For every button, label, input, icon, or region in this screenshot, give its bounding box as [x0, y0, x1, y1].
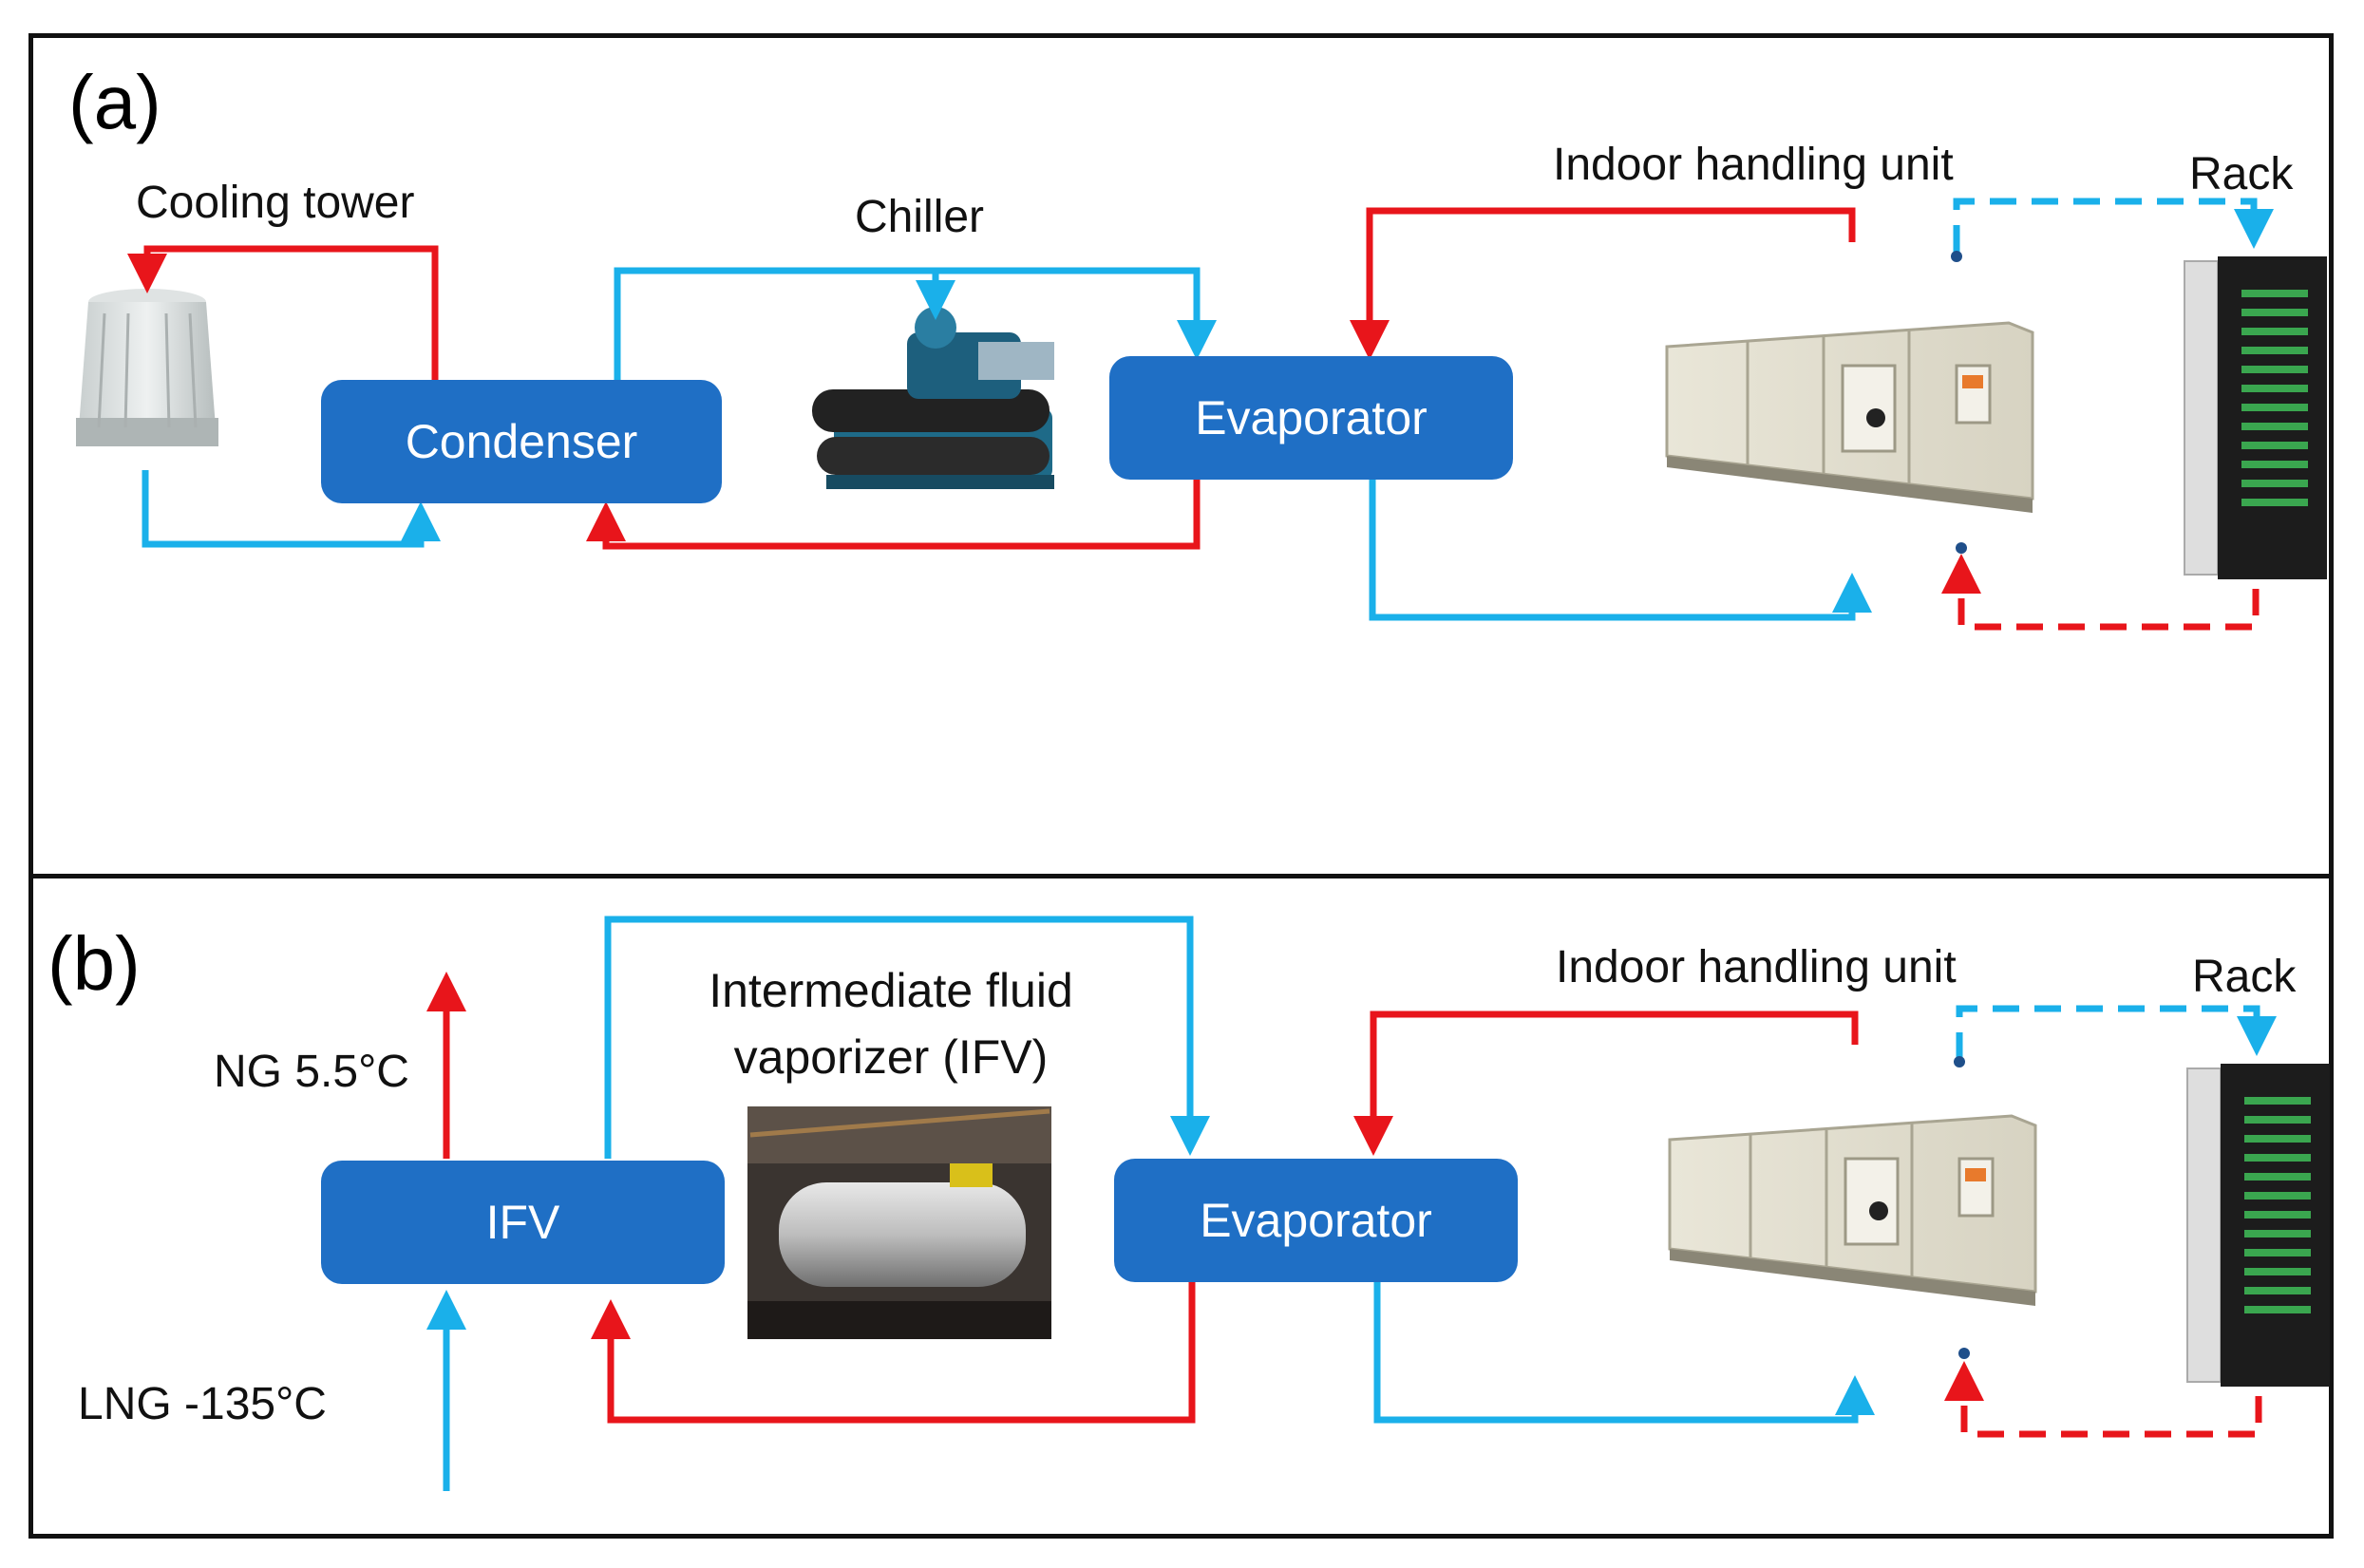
- ifv-title: Intermediate fluid vaporizer (IFV): [709, 957, 1073, 1090]
- chiller-label: Chiller: [855, 192, 985, 242]
- ifv-title-line2: vaporizer (IFV): [733, 1030, 1049, 1084]
- evaporator-box: Evaporator: [1109, 356, 1513, 480]
- hot-line-condenser-to-tower: [127, 245, 439, 382]
- hot-line-ahu-to-evaporator: [1350, 207, 1856, 360]
- ng-temperature-label: NG 5.5°C: [214, 1047, 409, 1097]
- indoor-handling-unit-label: Indoor handling unit: [1556, 942, 1957, 992]
- cold-dashed-ahu-to-rack: [1953, 198, 2274, 252]
- cooling-tower-illustration: [76, 289, 218, 446]
- cooling-tower-label: Cooling tower: [136, 178, 415, 228]
- indoor-handling-unit-label: Indoor handling unit: [1553, 140, 1954, 190]
- cold-line-condenser-to-evaporator: [614, 267, 1217, 380]
- cold-line-evaporator-to-ahu: [1373, 1282, 1875, 1424]
- ifv-illustration: [747, 1106, 1051, 1339]
- panel-b: [28, 874, 2334, 1539]
- hot-line-evaporator-to-condenser: [586, 480, 1201, 550]
- cold-dashed-ahu-to-rack: [1956, 1005, 2277, 1059]
- hot-dashed-rack-to-ahu: [1941, 554, 2260, 631]
- condenser-box: Condenser: [321, 380, 722, 503]
- rack-label: Rack: [2189, 149, 2294, 199]
- server-rack-illustration: [2186, 1064, 2330, 1387]
- indoor-handling-unit-illustration: [1665, 321, 2034, 513]
- panel-b-label: (b): [47, 921, 141, 1006]
- indoor-handling-unit-illustration: [1668, 1114, 2037, 1306]
- hot-line-ahu-to-evaporator: [1353, 1011, 1859, 1156]
- ifv-box: IFV: [321, 1161, 725, 1284]
- hot-dashed-rack-to-ahu: [1944, 1361, 2262, 1438]
- server-rack-illustration: [2184, 256, 2327, 579]
- cold-line-evaporator-to-ahu: [1369, 480, 1872, 621]
- lng-temperature-label: LNG -135°C: [78, 1379, 327, 1429]
- chiller-illustration: [812, 307, 1054, 489]
- panel-a-label: (a): [68, 60, 161, 144]
- hot-line-evaporator-to-ifv: [591, 1282, 1196, 1424]
- cold-line-tower-to-condenser: [142, 470, 441, 548]
- rack-label: Rack: [2192, 952, 2297, 1002]
- ifv-title-line1: Intermediate fluid: [709, 964, 1073, 1017]
- cold-line-ifv-to-evaporator: [604, 916, 1210, 1159]
- evaporator-box: Evaporator: [1114, 1159, 1518, 1282]
